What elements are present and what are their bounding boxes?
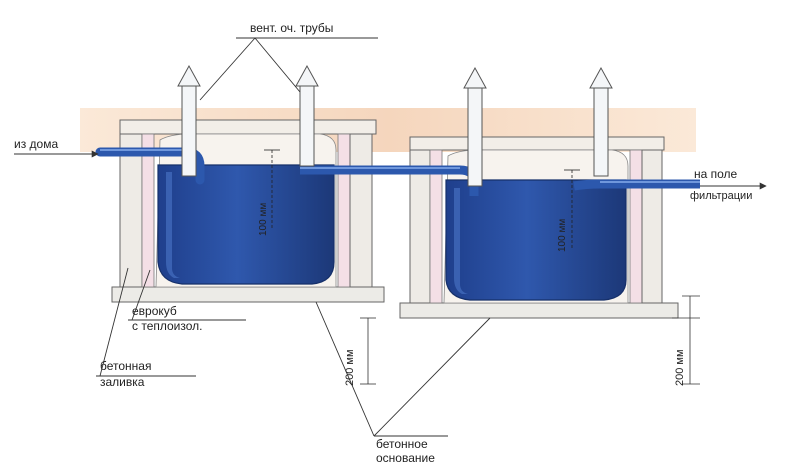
to-field-label-1: на поле: [694, 167, 738, 181]
dim-200-right-label: 200 мм: [674, 349, 686, 386]
concrete-fill-label-2: заливка: [100, 375, 145, 389]
right-concrete-base: [399, 302, 679, 319]
left-concrete-base: [111, 286, 385, 303]
left-wall-ins-l: [141, 133, 155, 288]
left-wall-outer-l: [119, 133, 143, 288]
left-chamber: [111, 119, 385, 303]
outlet-pipe: [573, 179, 700, 191]
right-wall-outer-r: [641, 149, 663, 304]
vent-label: вент. оч. трубы: [250, 21, 334, 35]
dim-100-left-label: 100 мм: [258, 202, 269, 236]
to-field-label-2: фильтрации: [690, 190, 753, 202]
vent-leaders: [199, 37, 378, 101]
concrete-base-label-2: основание: [376, 451, 435, 465]
vent-pipes: [177, 64, 613, 187]
right-tank-shine: [454, 188, 468, 294]
concrete-fill-label-1: бетонная: [100, 359, 152, 373]
left-tank-shine: [166, 172, 180, 278]
dim-200-left: [360, 317, 376, 385]
right-wall-ins-r: [629, 149, 643, 304]
left-wall-outer-r: [349, 133, 373, 288]
concrete-base-label-1: бетонное: [376, 437, 428, 451]
left-tank: [157, 164, 335, 285]
dim-200-right: [672, 295, 700, 385]
eurocube-label-2: с теплоизол.: [132, 319, 203, 333]
dim-100-right-label: 100 мм: [557, 218, 568, 252]
right-wall-ins-l: [429, 149, 443, 304]
eurocube-label-1: еврокуб: [132, 304, 177, 318]
dim-200-left-label: 200 мм: [344, 349, 356, 386]
bottom-leaders: [96, 267, 491, 437]
from-house-label: из дома: [14, 137, 59, 151]
right-tank: [445, 179, 627, 301]
right-chamber: [399, 136, 679, 319]
right-lid: [409, 136, 665, 151]
left-lid: [119, 119, 377, 135]
left-wall-ins-r: [337, 133, 351, 288]
